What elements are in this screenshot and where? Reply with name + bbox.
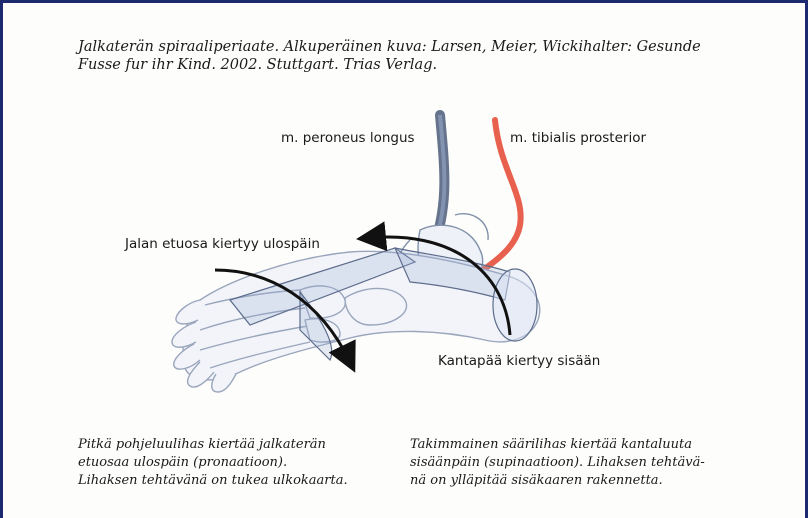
peroneus-label: m. peroneus longus [281,130,415,146]
forefoot-label: Jalan etuosa kiertyy ulospäin [125,236,320,252]
heel-label: Kantapää kiertyy sisään [438,353,600,369]
tibialis-description-line-2: sisäänpäin (supinaatioon). Lihaksen teht… [410,454,705,472]
tibialis-description-line-3: nä on ylläpitää sisäkaaren rakennetta. [410,472,705,490]
tibialis-description-line-1: Takimmainen säärilihas kiertää kantaluut… [410,436,705,454]
peroneus-description: Pitkä pohjeluulihas kiertää jalkaterän e… [78,436,348,490]
peroneus-description-line-1: Pitkä pohjeluulihas kiertää jalkaterän [78,436,348,454]
tibialis-description: Takimmainen säärilihas kiertää kantaluut… [410,436,705,490]
peroneus-description-line-3: Lihaksen tehtävänä on tukea ulkokaarta. [78,472,348,490]
tibialis-label: m. tibialis prosterior [510,130,646,146]
peroneus-description-line-2: etuosaa ulospäin (pronaatioon). [78,454,348,472]
